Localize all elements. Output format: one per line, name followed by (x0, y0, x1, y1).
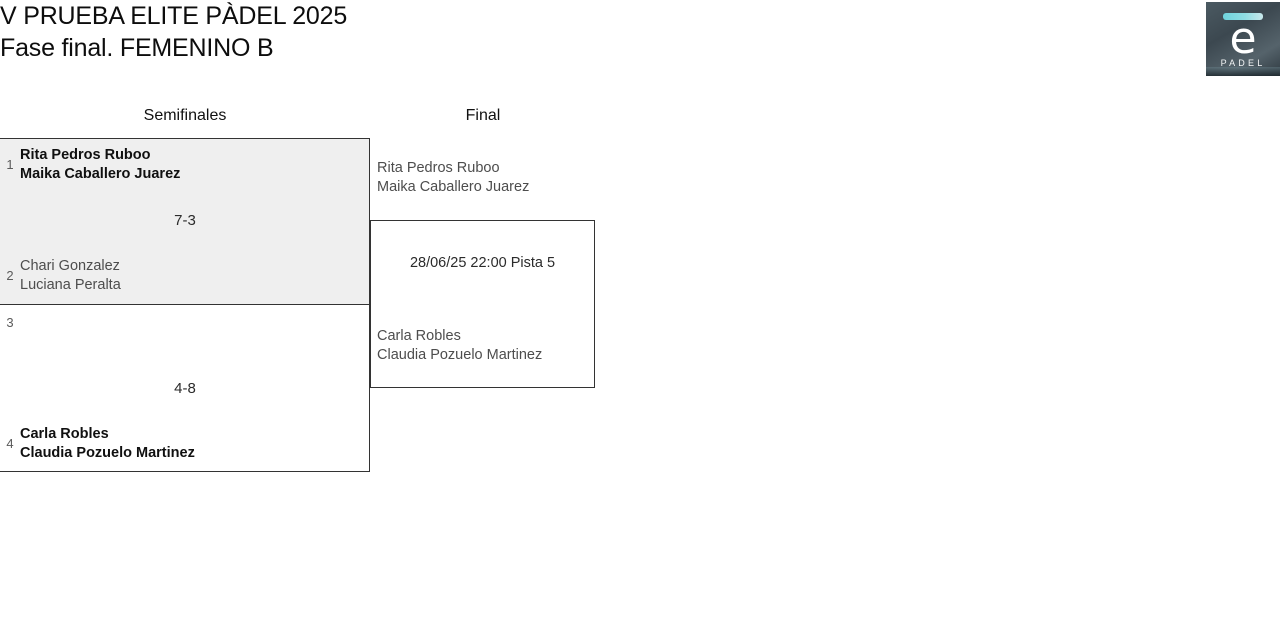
page-title: V PRUEBA ELITE PÀDEL 2025 (0, 2, 348, 30)
logo-sheen (1206, 67, 1280, 76)
page-subtitle: Fase final. FEMENINO B (0, 34, 274, 62)
match-box-semifinal-2[interactable] (0, 304, 370, 472)
match-slot-semifinal-1-top[interactable]: 1 Rita Pedros Ruboo Maika Caballero Juar… (0, 146, 340, 184)
match-score-semifinal-1: 7-3 (174, 212, 196, 229)
logo-e-icon: e (1229, 13, 1257, 64)
player-name: Chari Gonzalez (20, 258, 120, 274)
team-name-pair: Rita Pedros Ruboo Maika Caballero Juarez (20, 146, 180, 184)
final-match-schedule: 28/06/25 22:00 Pista 5 (409, 255, 556, 271)
tournament-header: V PRUEBA ELITE PÀDEL 2025 Fase final. FE… (0, 0, 700, 64)
round-heading-semifinals: Semifinales (143, 107, 227, 124)
player-name: Claudia Pozuelo Martinez (20, 445, 195, 461)
brand-logo: e PADEL (1206, 2, 1280, 76)
round-heading-final: Final (465, 107, 501, 124)
team-name-pair: Carla Robles Claudia Pozuelo Martinez (20, 425, 195, 463)
match-slot-final-bottom[interactable]: Carla Robles Claudia Pozuelo Martinez (377, 327, 542, 365)
seed-number: 3 (6, 314, 14, 330)
player-name: Luciana Peralta (20, 277, 121, 293)
logo-wordmark: PADEL (1220, 58, 1266, 68)
match-slot-semifinal-1-bottom[interactable]: 2 Chari Gonzalez Luciana Peralta (0, 257, 340, 295)
player-name: Carla Robles (377, 328, 461, 344)
seed-number: 2 (6, 268, 14, 283)
seed-number: 4 (6, 436, 14, 451)
team-name-pair: Chari Gonzalez Luciana Peralta (20, 257, 121, 295)
player-name: Rita Pedros Ruboo (377, 160, 500, 176)
seed-number: 1 (6, 157, 14, 172)
player-name: Maika Caballero Juarez (377, 179, 530, 195)
player-name: Carla Robles (20, 426, 109, 442)
match-score-semifinal-2: 4-8 (174, 380, 196, 397)
player-name: Rita Pedros Ruboo (20, 147, 151, 163)
match-slot-semifinal-2-bottom[interactable]: 4 Carla Robles Claudia Pozuelo Martinez (0, 425, 340, 463)
player-name: Claudia Pozuelo Martinez (377, 347, 543, 363)
match-box-final[interactable] (370, 220, 595, 388)
match-slot-final-top[interactable]: Rita Pedros Ruboo Maika Caballero Juarez (377, 159, 529, 197)
player-name: Maika Caballero Juarez (20, 166, 181, 182)
match-slot-semifinal-2-top[interactable]: 3 (0, 313, 340, 332)
logo-accent-bar (1223, 13, 1263, 20)
